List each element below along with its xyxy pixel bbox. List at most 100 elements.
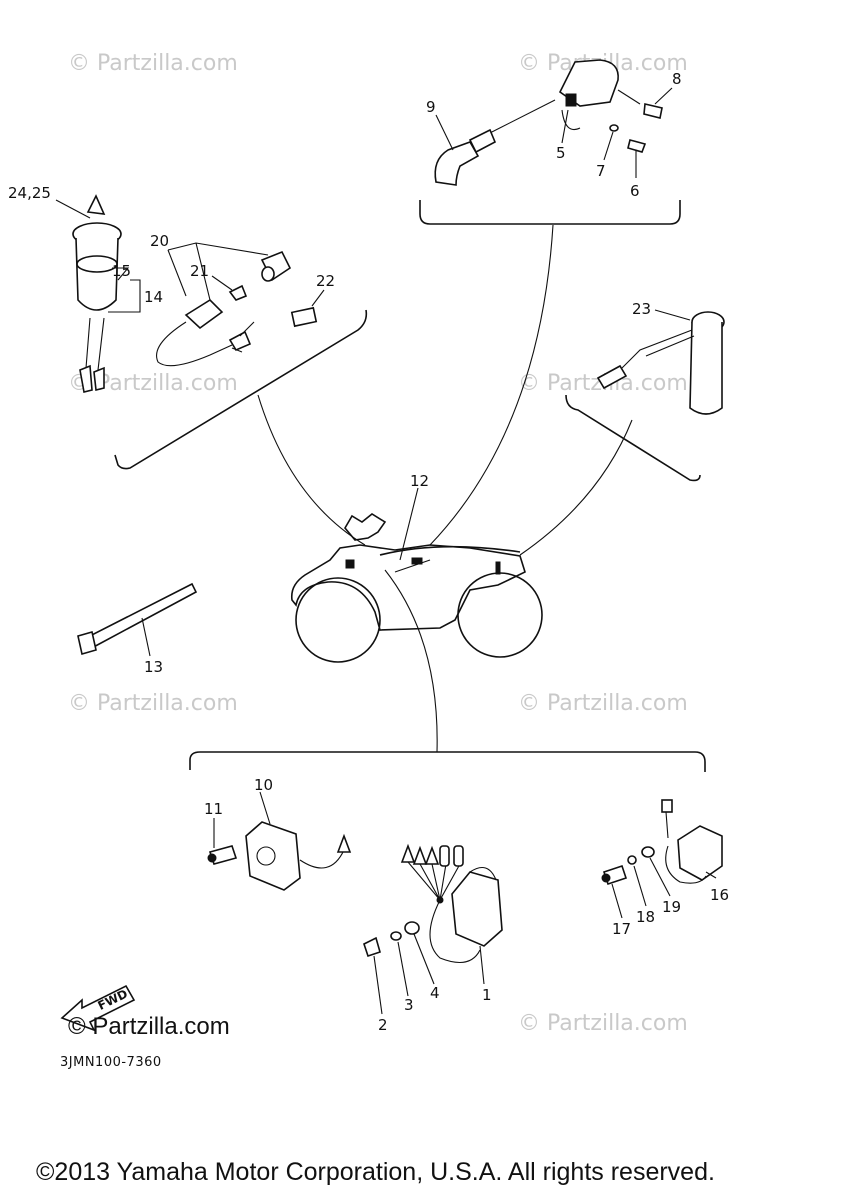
leader-5 [561,109,569,144]
callout-18: 18 [636,908,655,926]
cdi-terminal [439,845,450,867]
leader-10 [259,791,271,825]
main-switch-wires [85,317,105,371]
pickup-coil-10 [245,821,301,891]
bracket-top-right [419,200,681,225]
cable-band-13 [77,582,198,656]
cdi-junction [436,896,444,904]
copyright-notice: ©2013 Yamaha Motor Corporation, U.S.A. A… [36,1158,715,1186]
atv-seat [379,545,521,556]
bolt-8 [643,103,663,119]
atv-front-wheel [295,577,381,663]
washer-18 [627,855,637,865]
main-switch-group [72,194,122,393]
callout-10: 10 [254,776,273,794]
main-switch-body [75,237,119,311]
ignition-coil-group [434,59,663,186]
washer-3 [390,931,402,941]
cap-21 [228,284,248,301]
connector-tip [231,321,255,353]
cable-group [156,250,318,367]
leader-top-group [429,224,554,546]
main-switch-ring [76,255,118,273]
callout-16: 16 [710,886,729,904]
leader-12 [399,487,419,561]
grip-connector [596,364,628,390]
wire-connector [93,366,105,391]
watermark-dark: © Partzilla.com [68,1013,230,1040]
leader-13 [141,617,151,657]
callout-labels: 1 2 3 4 5 6 7 8 9 10 11 12 13 14 15 16 1… [8,70,729,1034]
grip-group [596,311,725,415]
leader-left-group [257,394,366,546]
plug-lead [479,99,556,139]
callout-22: 22 [316,272,335,290]
pickup-terminal [336,833,352,853]
cdi-loop [429,899,481,964]
callout-2: 2 [378,1016,388,1034]
band-head [77,630,97,656]
leader-bottom-group [384,569,438,753]
leader-24-25 [55,199,91,219]
callout-20: 20 [150,232,169,250]
cdi-terminal [424,845,440,865]
cdi-cap [469,866,497,881]
watermark-layer: © Partzilla.com © Partzilla.com © Partzi… [68,51,688,1036]
callout-15: 15 [112,262,131,280]
bracket-bottom [189,751,706,772]
grip-cable [621,329,695,369]
label-22 [290,306,318,328]
leader-3 [397,941,409,997]
leader-22 [311,289,325,307]
coil-bracket-line [617,89,641,105]
callout-8: 8 [672,70,682,88]
callout-14: 14 [144,288,163,306]
spark-plug-cap-9 [434,141,480,186]
atv-marker [345,559,355,569]
leader-1 [479,945,485,985]
atv-outline [290,513,543,663]
callout-17: 17 [612,920,631,938]
screw-head [207,853,217,863]
cdi-terminal [400,843,416,863]
washer-4 [404,921,420,935]
key-24 [86,194,106,215]
leader-right-group [519,419,633,556]
leader-8 [654,87,673,105]
washer-19 [641,846,655,858]
coil-lead [665,811,707,884]
callout-9: 9 [426,98,436,116]
callout-1: 1 [482,986,492,1004]
leader-2 [373,955,383,1015]
screw-head [601,873,611,883]
screw-6 [627,139,647,153]
coil-16-group [601,799,723,886]
watermark: © Partzilla.com [68,51,238,76]
bolt-2 [363,936,381,958]
cdi-terminal [453,845,464,867]
callout-3: 3 [404,996,414,1014]
callout-11: 11 [204,800,223,818]
cdi-unit-group [363,843,503,964]
cdi-terminal [412,845,428,865]
washer-7 [609,124,619,132]
atv-handlebar [344,513,387,541]
coil-terminal [565,93,577,107]
atv-body [290,544,526,631]
watermark: © Partzilla.com [518,691,688,716]
connector [228,330,252,352]
leader-21 [211,275,233,291]
watermark: © Partzilla.com [518,1011,688,1036]
leader-19 [649,857,671,897]
leader-14 [108,279,141,313]
band-strap [80,582,198,652]
callout-21: 21 [190,262,209,280]
leader-17 [611,883,623,919]
sensor-body [184,298,224,330]
coil-cap [661,799,673,813]
wire-connector [79,364,93,393]
atv-harness-line [394,559,431,573]
callout-7: 7 [596,162,606,180]
callout-5: 5 [556,144,566,162]
